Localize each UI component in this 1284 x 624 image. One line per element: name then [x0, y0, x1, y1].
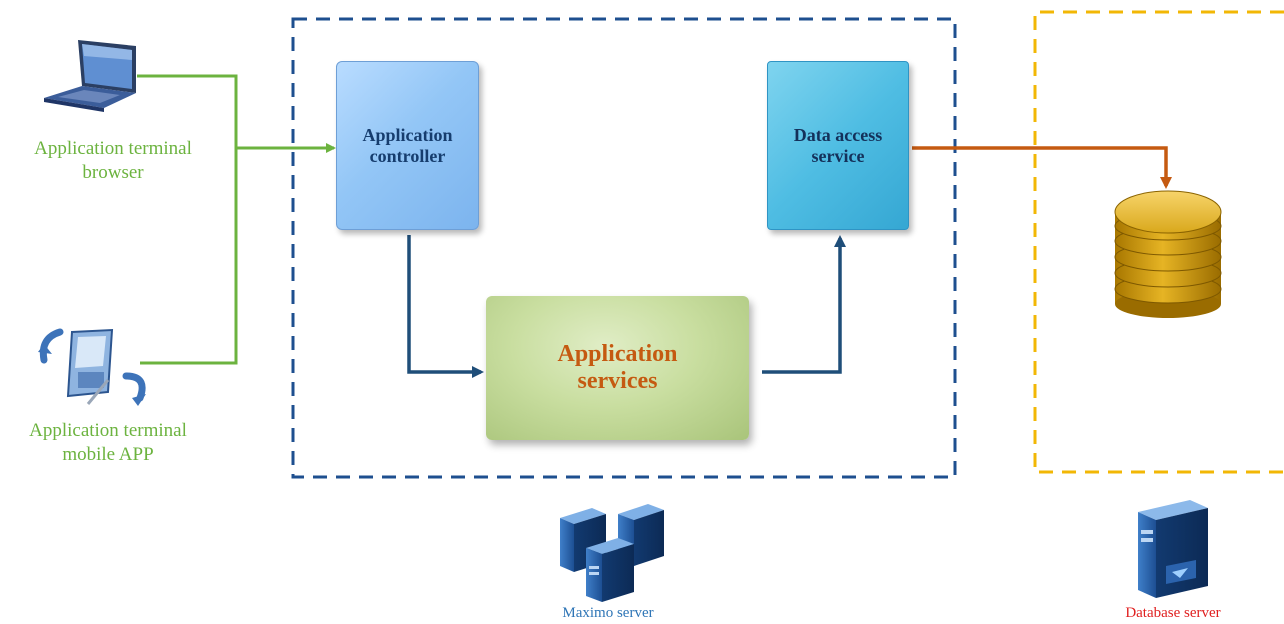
browser-terminal-label: Application terminal browser [8, 137, 218, 185]
database-server-boundary [1033, 10, 1284, 474]
server-tower-icon [1138, 500, 1208, 598]
dataaccess-to-database-arrow [912, 146, 1172, 189]
database-server-label: Database server [1125, 605, 1221, 621]
controller-label-line2: controller [369, 145, 446, 166]
data-access-service-box: Data access service [767, 61, 909, 230]
mobile-connector [140, 148, 238, 365]
dataaccess-label-line1: Data access [793, 124, 883, 145]
services-label-line2: services [577, 368, 658, 394]
dataaccess-label-line2: service [811, 145, 865, 166]
maximo-server-boundary [291, 17, 957, 479]
application-controller-box: Application controller [336, 61, 479, 230]
browser-label-line1: Application terminal [34, 138, 192, 159]
mobile-device-icon [38, 328, 146, 406]
maximo-server-label: Maximo server [562, 605, 654, 621]
controller-label-line1: Application [362, 124, 453, 145]
services-to-dataaccess-arrow [762, 235, 846, 374]
application-services-box: Application services [486, 296, 749, 440]
mobile-label-line2: mobile APP [62, 443, 154, 465]
mobile-terminal-label: Application terminal mobile APP [3, 419, 213, 467]
controller-to-services-arrow [407, 235, 484, 378]
browser-connector [137, 74, 238, 148]
browser-label-line2: browser [82, 161, 144, 183]
mobile-label-line1: Application terminal [29, 420, 187, 441]
services-label-line1: Application [557, 341, 678, 367]
database-icon [1114, 190, 1222, 318]
server-cluster-icon [560, 504, 664, 602]
laptop-icon [44, 40, 136, 112]
